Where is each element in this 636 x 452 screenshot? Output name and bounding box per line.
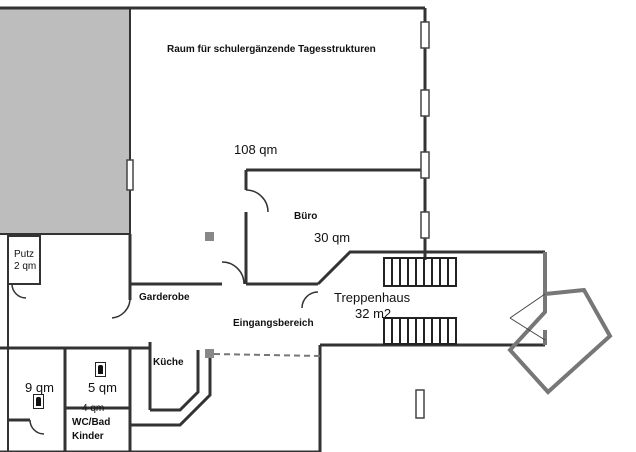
room-area-wc1: 9 qm <box>25 380 54 395</box>
room-name-schule: Raum für schulergänzende Tagesstrukturen <box>167 44 376 55</box>
room-name-treppenhaus: Treppenhaus <box>334 290 411 305</box>
room-area-schule: 108 qm <box>234 142 278 157</box>
room-area-treppenhaus: 32 m2 <box>355 306 392 321</box>
bay-window-outline <box>507 287 613 395</box>
room-name-buero: Büro <box>294 211 318 222</box>
stairs <box>383 257 457 345</box>
room-area-putz: 2 qm <box>14 261 37 272</box>
walls <box>0 6 547 452</box>
room-area-wcbad: 4 qm <box>82 403 105 414</box>
toilet-icon-2 <box>95 362 106 377</box>
room-name-garderobe: Garderobe <box>139 292 190 303</box>
room-area-wc2: 5 qm <box>88 380 117 395</box>
marker-square <box>205 232 214 241</box>
marker-square-kueche <box>205 349 214 358</box>
room-name-kueche: Küche <box>153 357 184 368</box>
room-name-eingang: Eingangsbereich <box>233 318 314 329</box>
room-name-wcbad-line2: Kinder <box>72 431 104 442</box>
toilet-icon <box>33 394 44 409</box>
dashed-passage <box>213 353 321 357</box>
room-area-buero: 30 qm <box>314 230 351 245</box>
room-name-putz: Putz <box>14 249 35 260</box>
doors <box>11 189 319 435</box>
windows <box>126 21 430 419</box>
gray-area-lower <box>0 150 130 234</box>
room-name-wcbad-line1: WC/Bad <box>72 417 111 428</box>
